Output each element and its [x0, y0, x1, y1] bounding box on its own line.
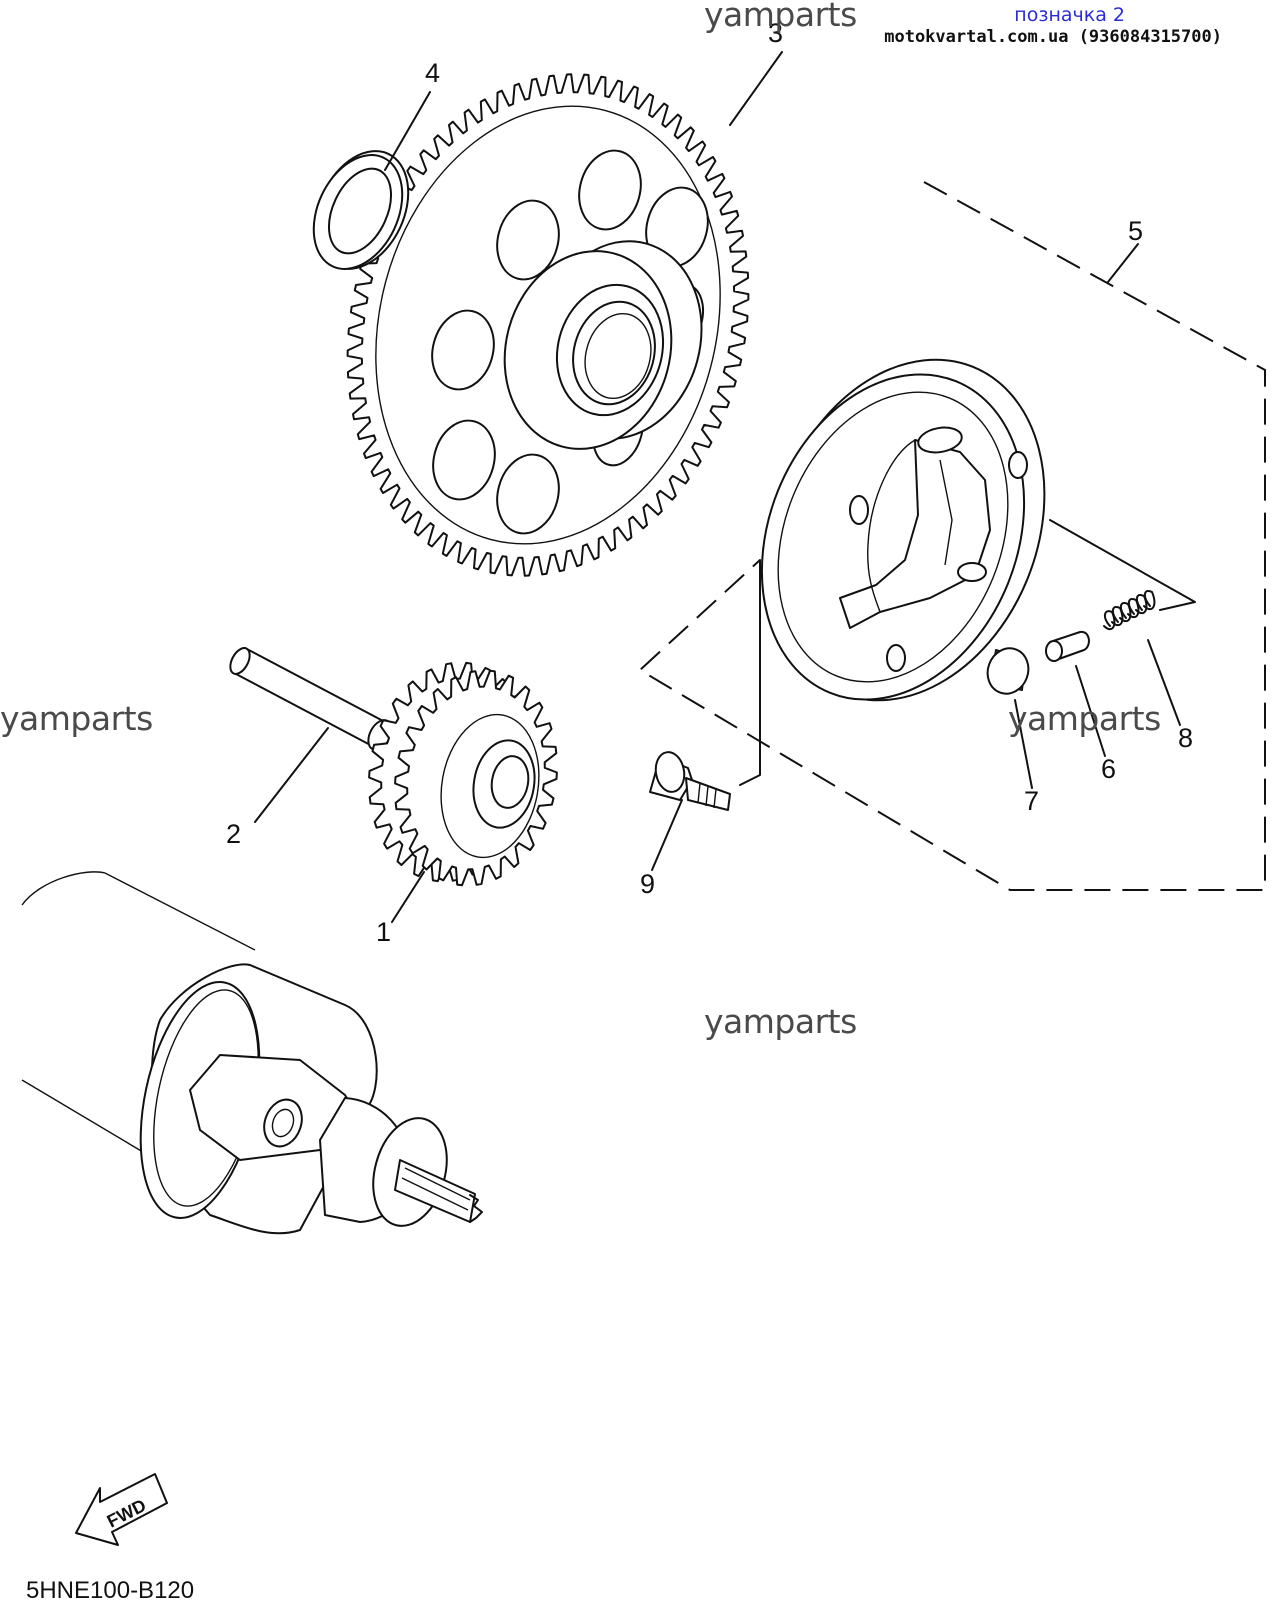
assembly-boundary-part5 — [638, 181, 1266, 891]
watermark-center: yamparts — [704, 1002, 857, 1041]
header-site[interactable]: motokvartal.com.ua (936084315700) — [884, 27, 1222, 47]
callout-4[interactable]: 4 — [425, 58, 440, 88]
gear-large-part3 — [346, 73, 750, 577]
fwd-arrow-icon: FWD — [75, 1473, 168, 1546]
callout-5[interactable]: 5 — [1128, 216, 1143, 246]
starter-clutch-part5 — [739, 358, 1046, 786]
shaft-part2 — [229, 647, 393, 751]
callouts: 1 2 3 4 5 6 7 8 9 — [226, 18, 1193, 947]
washer-part4 — [312, 150, 410, 270]
callout-8[interactable]: 8 — [1178, 723, 1193, 753]
gear-idle-part1 — [368, 661, 558, 887]
watermark-top: yamparts — [704, 0, 857, 34]
callout-1[interactable]: 1 — [376, 917, 391, 947]
callout-3[interactable]: 3 — [768, 18, 783, 48]
watermarks: yamparts yamparts yamparts yamparts — [0, 0, 1161, 1041]
diagram-code: 5HNE100-B120 — [26, 1577, 194, 1604]
leader-lines — [254, 51, 1181, 923]
starter-motor — [21, 871, 483, 1235]
callout-2[interactable]: 2 — [226, 819, 241, 849]
callout-6[interactable]: 6 — [1101, 754, 1116, 784]
header-tag: позначка 2 — [1014, 4, 1125, 26]
spring-part8 — [1049, 519, 1196, 631]
callout-7[interactable]: 7 — [1024, 786, 1039, 816]
callout-9[interactable]: 9 — [640, 869, 655, 899]
roller-part7 — [986, 647, 1030, 695]
watermark-right: yamparts — [1008, 699, 1161, 738]
watermark-left: yamparts — [0, 699, 153, 738]
plunger-part6 — [1045, 630, 1090, 662]
bolt-part9 — [649, 751, 731, 811]
